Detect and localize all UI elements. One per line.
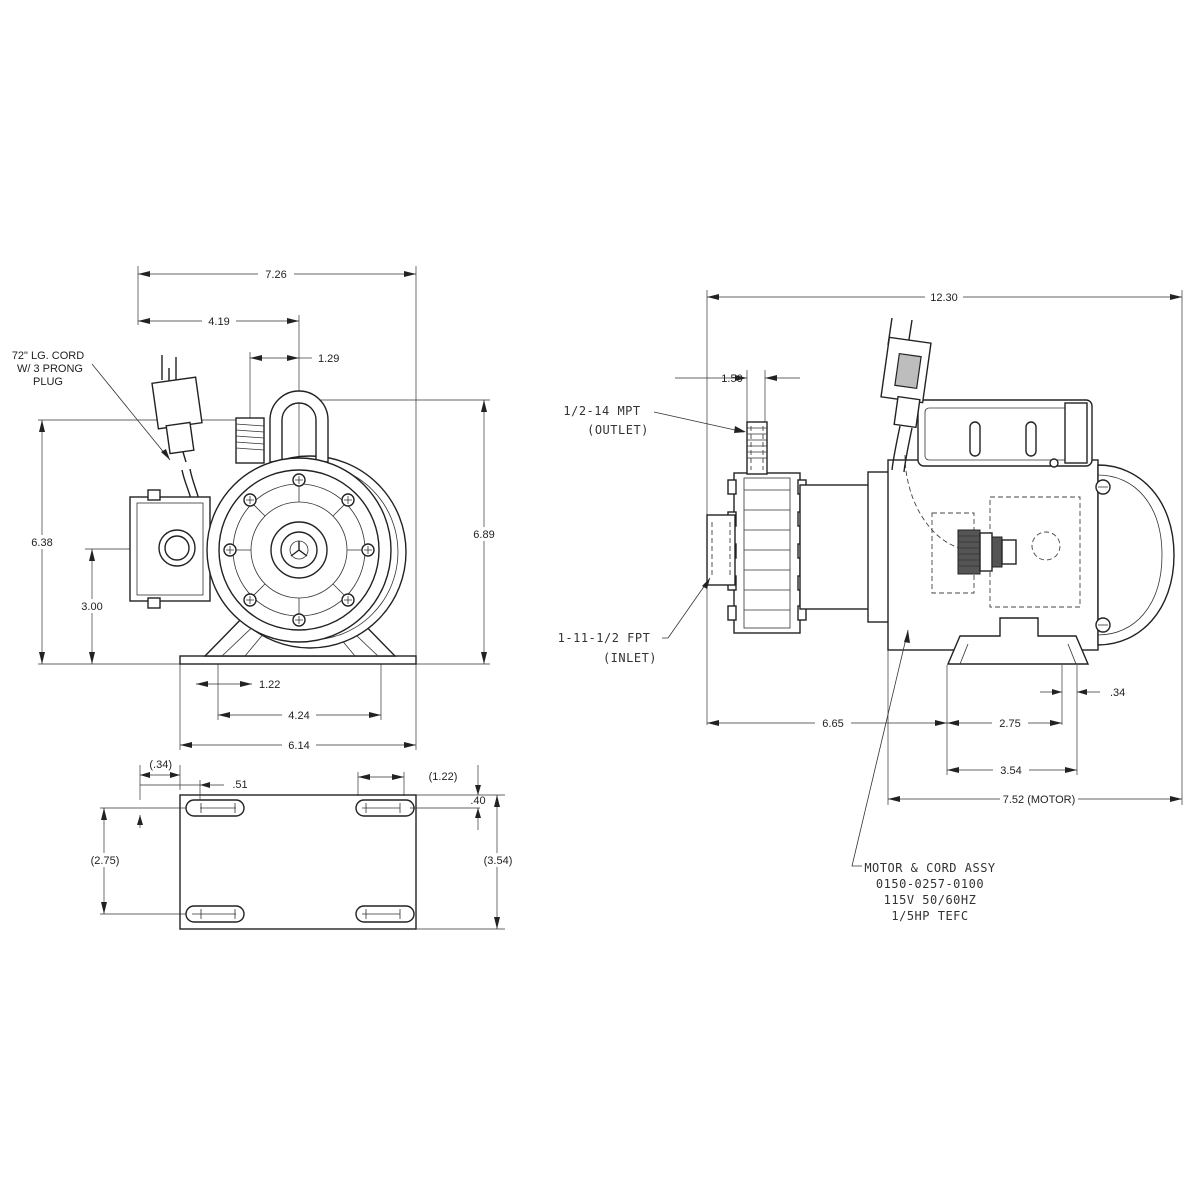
dim-foot-end: .34 [1110,687,1125,699]
inlet-note-line-1: 1-11-1/2 FPT [558,631,651,645]
lifting-handle [269,390,329,463]
motor-note-leader [851,629,909,867]
dim-slot-top: .40 [470,795,485,807]
cord-note-line-3: PLUG [33,376,63,388]
dim-overall-width: 7.26 [265,269,286,281]
dim-outlet-offset: 1.29 [318,353,339,365]
dim-side-outlet-offset: 1.50 [721,373,742,385]
dim-slot-right: (1.22) [429,771,458,783]
cord-note-leader [91,363,171,461]
motor-note-line-2: 0150-0257-0100 [876,877,984,891]
dim-to-foot: 6.65 [822,718,843,730]
motor-note-line-1: MOTOR & CORD ASSY [864,861,996,875]
dim-side-base-length: 3.54 [1000,765,1021,777]
outlet-note-leader [653,411,745,433]
cord-note-line-1: 72" LG. CORD [12,350,84,362]
dim-height-left: 6.38 [31,537,52,549]
dim-inlet-height: 3.00 [81,601,102,613]
side-plug-icon [880,317,932,473]
dim-slot-length: .51 [232,779,247,791]
side-pump-head [727,472,807,634]
dim-side-foot-spacing: 2.75 [999,718,1020,730]
base-view: (.34) .51 (1.22) .40 (2.75) (3.54) [86,759,518,930]
outlet-note-line-2: (OUTLET) [587,423,649,437]
cord-note-line-2: W/ 3 PRONG [17,363,83,375]
inlet-note-line-2: (INLET) [603,651,657,665]
dim-motor-length: 7.52 (MOTOR) [1003,794,1076,806]
capacitor-cover [917,399,1093,468]
dim-slot-spacing: (2.75) [91,855,120,867]
front-base-plate [179,655,417,665]
cord-grip [957,529,1017,575]
dim-foot-offset: 1.22 [259,679,280,691]
side-view: 12.30 1.50 6.65 2.75 .34 3.54 [558,290,1183,923]
front-outlet-fitting [235,417,265,464]
dim-foot-spacing: 4.24 [288,710,309,722]
dim-base-depth: (3.54) [484,855,513,867]
dim-slot-edge: (.34) [149,759,172,771]
dim-to-shaft: 4.19 [208,316,229,328]
motor-note-line-3: 115V 50/60HZ [884,893,977,907]
motor-note-line-4: 1/5HP TEFC [891,909,968,923]
front-plug-icon [151,355,203,463]
front-view: 7.26 4.19 1.29 6.38 3.00 6.89 [12,266,498,752]
side-inlet-fitting [706,514,736,586]
head-bolts [223,473,375,627]
dim-overall-length: 12.30 [930,292,958,304]
dim-height-right: 6.89 [473,529,494,541]
outlet-note-line-1: 1/2-14 MPT [563,404,640,418]
base-plate-outline [179,794,417,930]
dim-base-width: 6.14 [288,740,309,752]
inlet-note-leader [662,577,711,639]
side-outlet-fitting [746,421,768,475]
